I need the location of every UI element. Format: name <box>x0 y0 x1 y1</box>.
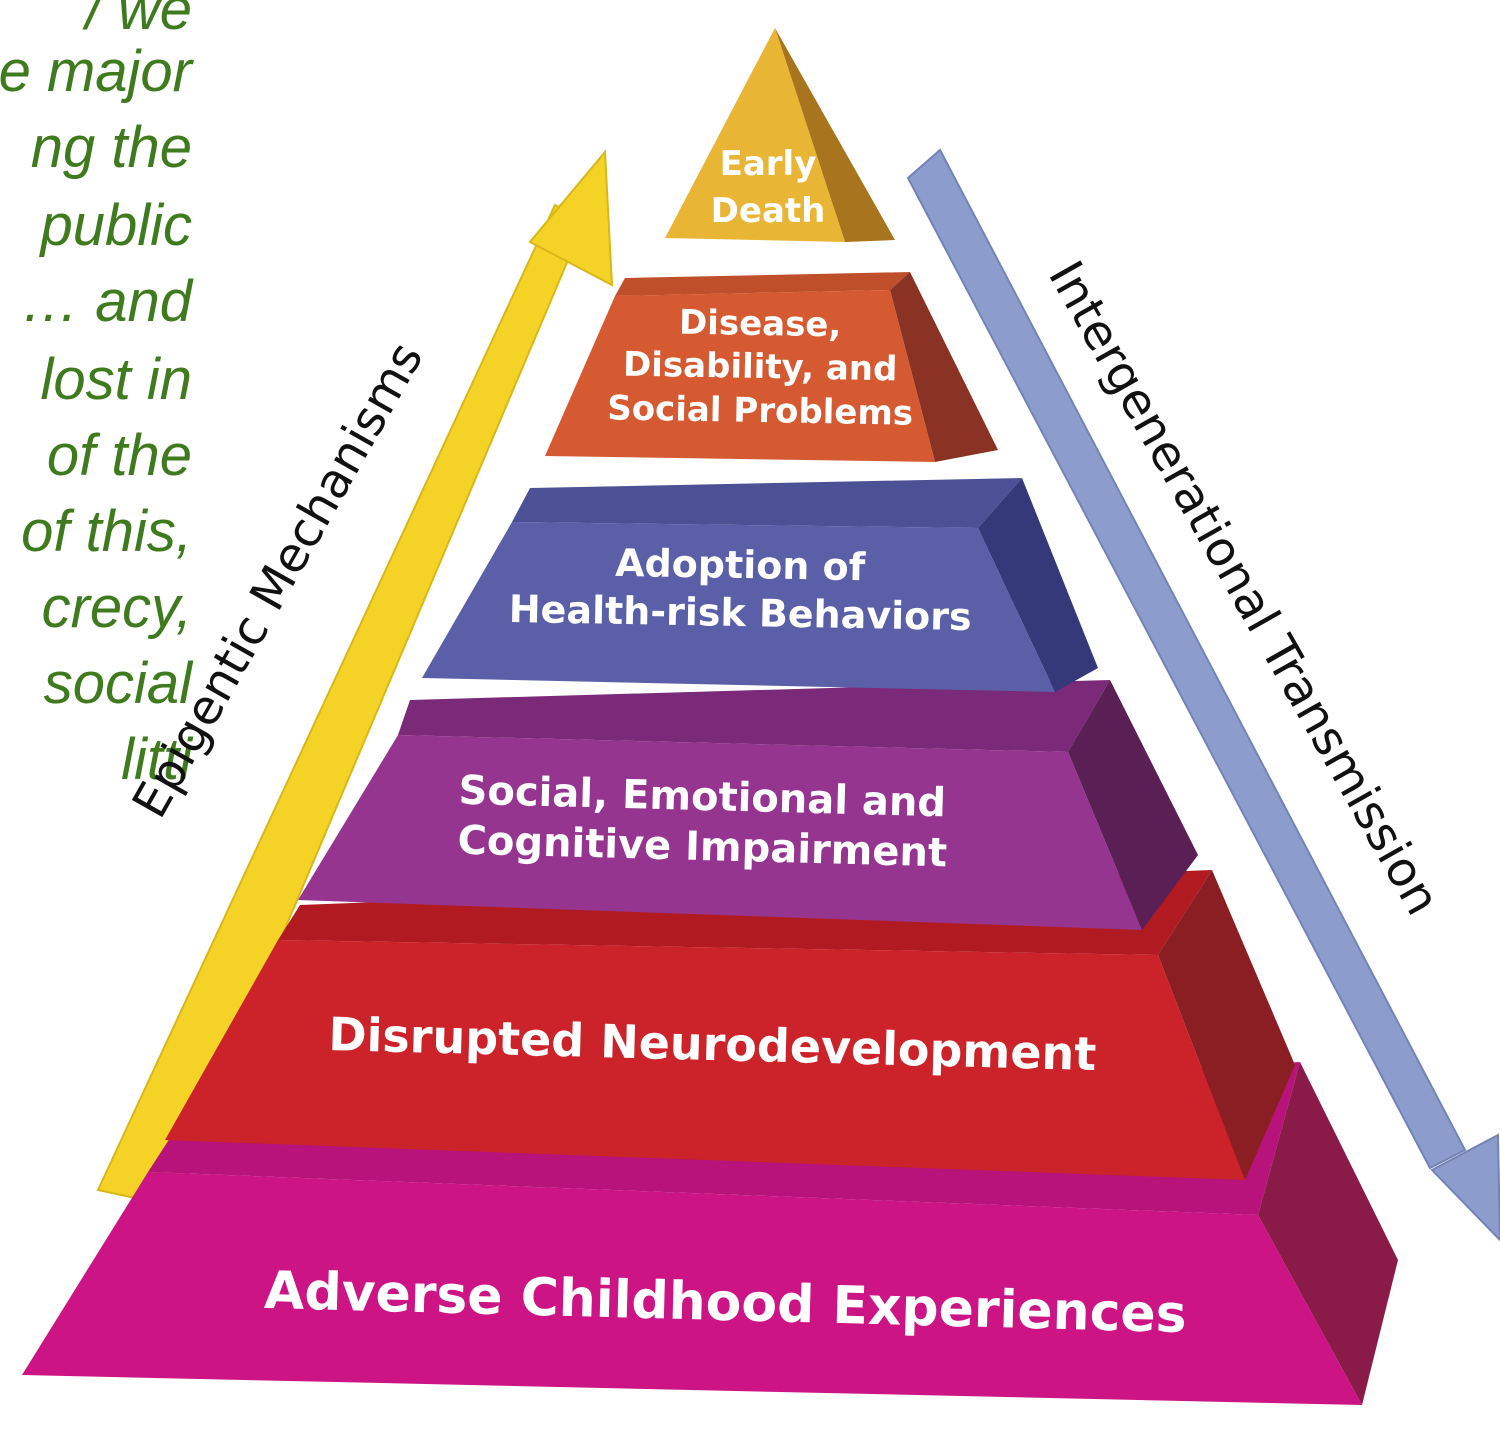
tier-disease-disability: Disease, Disability, and Social Problems <box>545 272 998 462</box>
tier-front-face <box>422 522 1055 692</box>
tier-side-face <box>1158 870 1295 1180</box>
tier-label-line: Adoption of <box>615 541 866 589</box>
tier-front-face <box>545 290 935 462</box>
quote-line: of the <box>46 423 192 488</box>
tier-top-face <box>615 272 910 296</box>
quote-line: ng the <box>30 115 192 180</box>
tier-disrupted-neurodevelopment: Disrupted Neurodevelopment <box>165 870 1295 1180</box>
tier-label-line: Death <box>711 191 826 231</box>
epigenetic-arrow-shaft <box>96 203 587 1207</box>
tier-front-face <box>165 940 1245 1180</box>
tier-adoption-health-risk: Adoption of Health-risk Behaviors <box>422 478 1098 692</box>
quote-line: / we <box>85 0 192 42</box>
intergenerational-arrow-shaft <box>906 148 1467 1170</box>
intergenerational-arrow-head <box>1430 1133 1500 1242</box>
tier-side-face <box>1258 1062 1398 1405</box>
tier-label-line: Disease, <box>679 303 842 346</box>
tier-social-emotional-cognitive: Social, Emotional and Cognitive Impairme… <box>298 680 1198 930</box>
quote-line: … and <box>21 269 192 334</box>
tier-top-face <box>398 680 1110 752</box>
tier-front-face <box>22 1172 1362 1405</box>
quote-line: e major <box>0 39 192 104</box>
tier-top-face <box>512 478 1022 528</box>
quote-line: lost in <box>40 347 192 412</box>
tier-label-line: Early <box>720 144 817 184</box>
tier-front-face <box>298 735 1142 930</box>
quote-line: of this, <box>21 499 192 564</box>
quote-line: crecy, <box>41 575 192 640</box>
quote-line: public <box>40 193 192 258</box>
tier-label-line: Social Problems <box>607 388 914 433</box>
tier-side-face <box>1068 680 1198 930</box>
tier-label-line: Health-risk Behaviors <box>508 587 972 639</box>
quote-line: litti <box>121 727 192 792</box>
tier-early-death: Early Death <box>665 28 895 242</box>
epigenetic-arrow-head <box>528 149 614 287</box>
tier-side-face <box>775 28 895 242</box>
tier-side-face <box>978 478 1098 692</box>
tier-label-line: Disability, and <box>623 345 898 390</box>
quote-line: social <box>43 651 192 716</box>
tier-front-face <box>665 28 845 242</box>
tier-side-face <box>890 272 998 462</box>
quote-fragment: / we e major ng the public … and lost in… <box>0 0 260 820</box>
